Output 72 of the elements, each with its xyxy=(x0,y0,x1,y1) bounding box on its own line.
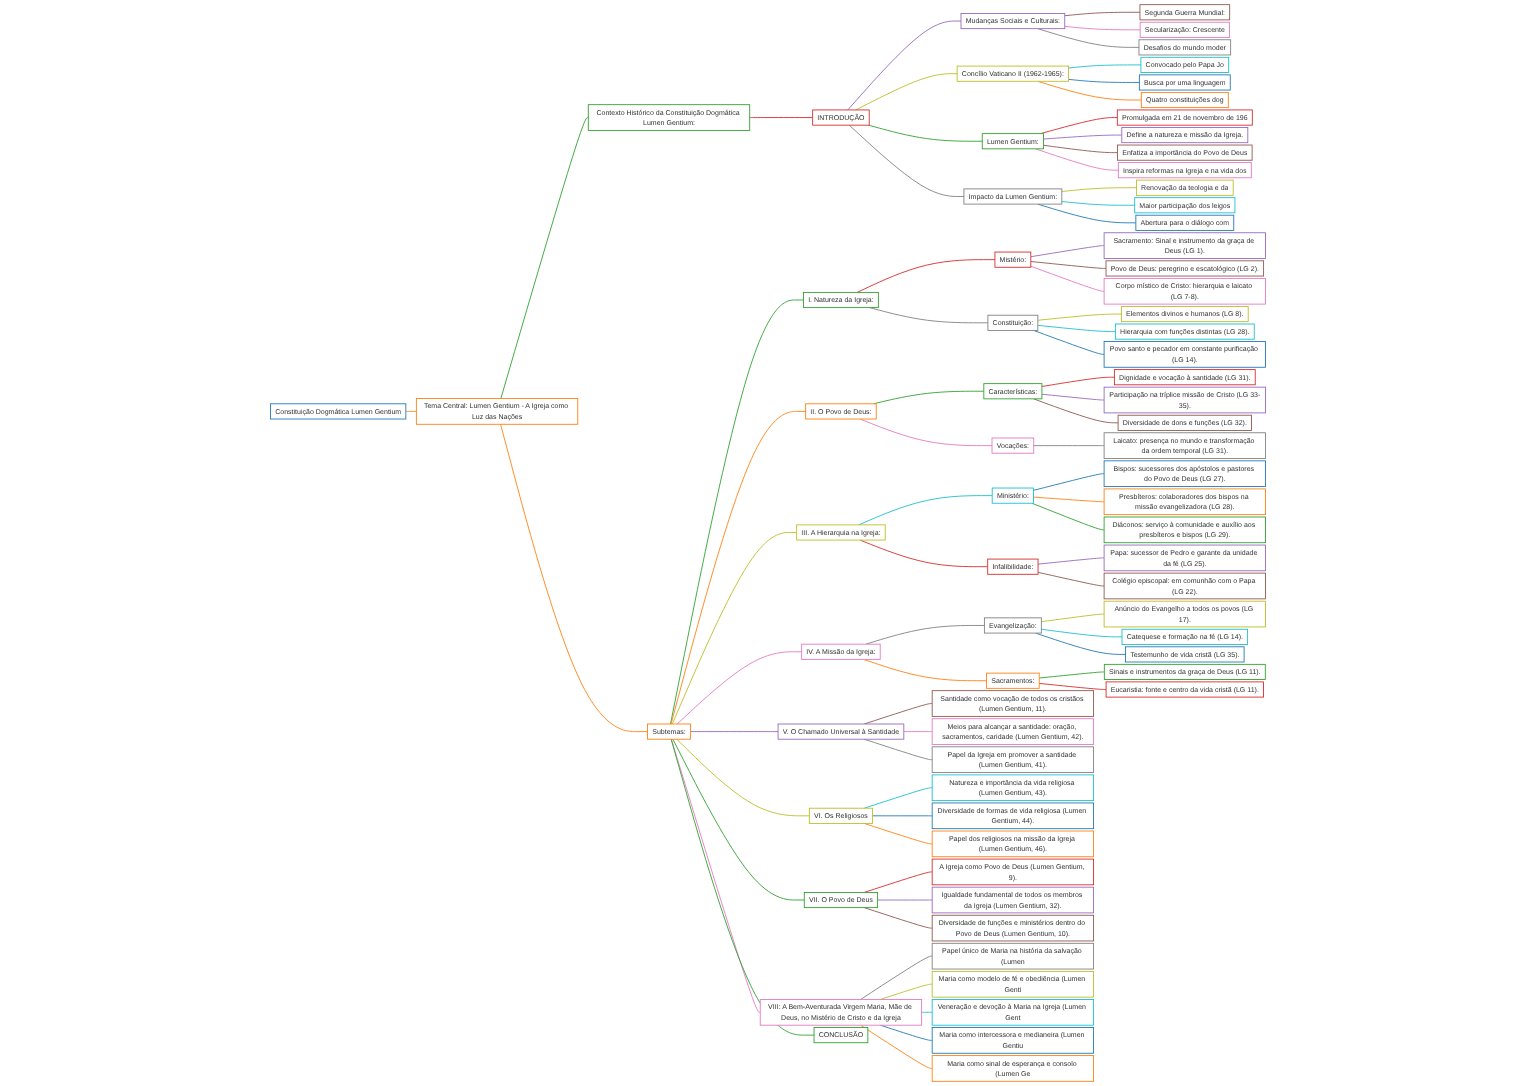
connector xyxy=(1068,78,1140,83)
connector xyxy=(1037,203,1137,224)
connector xyxy=(1043,134,1123,140)
connector xyxy=(903,731,933,733)
connector xyxy=(921,1011,933,1013)
connector xyxy=(1068,64,1142,69)
connector xyxy=(676,651,803,725)
connector xyxy=(872,815,933,817)
connector xyxy=(1061,201,1136,206)
connector xyxy=(1040,628,1123,638)
connector xyxy=(672,738,805,901)
connector xyxy=(1033,445,1105,447)
connector xyxy=(1037,313,1122,321)
connector xyxy=(670,299,804,725)
connector xyxy=(869,307,989,324)
connector xyxy=(671,532,798,725)
connector xyxy=(1033,330,1105,355)
connector xyxy=(860,1024,933,1069)
connector xyxy=(1037,571,1105,587)
connector xyxy=(1040,117,1118,135)
connector xyxy=(863,787,933,809)
connector xyxy=(1033,398,1119,424)
connector xyxy=(848,124,965,197)
connector xyxy=(859,539,989,568)
connector xyxy=(1037,324,1116,333)
connector xyxy=(1041,393,1105,401)
connector xyxy=(500,117,589,399)
connector xyxy=(877,899,933,901)
connector xyxy=(670,411,807,725)
connector xyxy=(860,955,933,1000)
connector xyxy=(1030,245,1105,258)
connector xyxy=(670,738,815,1036)
connector xyxy=(670,738,761,1013)
connector xyxy=(1061,187,1137,192)
connector xyxy=(1043,144,1118,154)
connector xyxy=(855,73,958,111)
connector xyxy=(872,390,985,405)
connector xyxy=(863,822,933,845)
connector xyxy=(1035,148,1119,171)
connector xyxy=(1040,613,1105,623)
connector xyxy=(1041,376,1115,387)
connector xyxy=(879,983,933,1000)
connector xyxy=(879,1024,933,1041)
connector xyxy=(1038,682,1107,690)
connector xyxy=(1037,80,1142,101)
connector xyxy=(1030,261,1107,269)
connector xyxy=(863,871,933,893)
connector xyxy=(847,20,962,111)
connector xyxy=(863,703,933,725)
connector xyxy=(1064,25,1141,31)
connector xyxy=(405,411,417,412)
connector xyxy=(1033,473,1105,491)
connector xyxy=(1037,28,1140,48)
connector xyxy=(1033,496,1105,503)
connector xyxy=(868,124,983,142)
connector xyxy=(1031,502,1105,531)
connector xyxy=(676,738,810,817)
connector xyxy=(863,907,933,929)
connector xyxy=(865,625,985,645)
connector xyxy=(690,731,779,733)
connector xyxy=(1037,557,1105,565)
connector xyxy=(500,423,648,733)
connector xyxy=(856,259,996,293)
connector xyxy=(858,495,993,526)
connector xyxy=(1038,671,1105,679)
connector xyxy=(1035,632,1126,655)
connector xyxy=(1030,265,1105,292)
connector xyxy=(859,418,993,447)
connector xyxy=(1064,11,1141,17)
connector xyxy=(863,658,987,682)
connector xyxy=(749,117,814,118)
connector xyxy=(863,738,933,761)
